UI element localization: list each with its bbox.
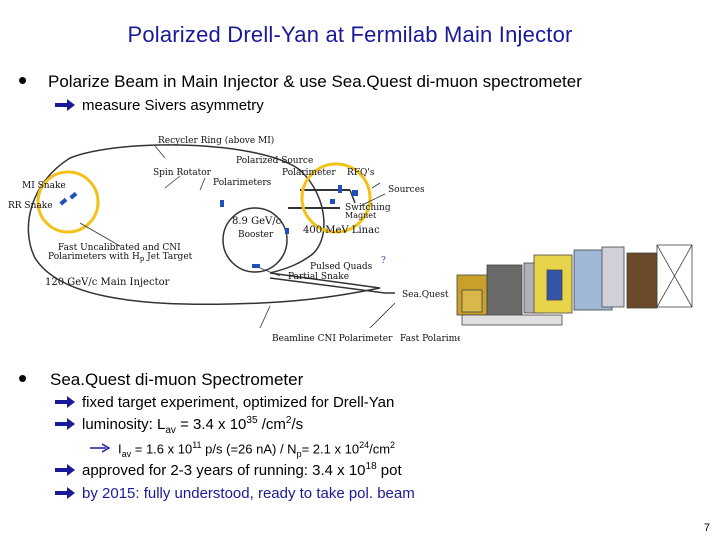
label-pulsed-quads: Pulsed Quads (310, 262, 373, 272)
arrow-icon (55, 464, 75, 476)
bullet-dot: • (18, 363, 28, 393)
label-partial-snake: Partial Snake (288, 272, 349, 282)
label-main-injector: 120 GeV/c Main Injector (45, 277, 170, 288)
bullet-2-text: Sea.Quest di-muon Spectrometer (50, 370, 304, 389)
page-number: 7 (703, 522, 710, 534)
label-fast-polarimeter: Fast Polarimeter (400, 334, 460, 344)
label-seaquest: Sea.Quest (402, 290, 449, 300)
label-beamline-cni: Beamline CNI Polarimeter (272, 334, 393, 344)
label-rr-snake: RR Snake (8, 201, 53, 211)
bullet-2-sub-2: approved for 2-3 years of running: 3.4 x… (82, 461, 402, 479)
arrow-icon (55, 418, 75, 430)
arrow-icon (55, 396, 75, 408)
accelerator-diagram: Recycler Ring (above MI) Spin Rotator Po… (8, 135, 460, 344)
label-spin-rotator: Spin Rotator (153, 168, 212, 178)
bullet-1-sub-1: measure Sivers asymmetry (82, 97, 264, 114)
label-fast-uncal-2: Polarimeters with Hp Jet Target (48, 252, 193, 263)
label-mi-snake: MI Snake (22, 181, 66, 191)
label-linac: 400 MeV Linac (303, 225, 380, 236)
arrow-icon (55, 99, 75, 111)
label-polarized-source: Polarized Source (236, 156, 313, 166)
label-switching: Switching (345, 203, 391, 213)
bullet-dot: • (18, 65, 28, 95)
label-booster: Booster (238, 230, 274, 240)
page-title: Polarized Drell-Yan at Fermilab Main Inj… (127, 22, 573, 47)
label-booster-energy: 8.9 GeV/c (232, 216, 282, 227)
bullet-1-text: Polarize Beam in Main Injector & use Sea… (48, 72, 582, 91)
label-question: ? (381, 256, 386, 266)
beam-intensity-text: Iav = 1.6 x 1011 p/s (=26 nA) / Np= 2.1 … (118, 440, 396, 459)
arrow-icon (55, 487, 75, 499)
spectrometer-image (456, 244, 693, 326)
thin-arrow-icon (90, 443, 110, 453)
label-recycler: Recycler Ring (above MI) (158, 135, 274, 146)
label-polarimeter-src: Polarimeter (282, 168, 336, 178)
label-rfqs: RFQ's (347, 168, 375, 178)
label-magnet: Magnet (345, 211, 377, 220)
bullet-2-sub-3: by 2015: fully understood, ready to take… (82, 485, 415, 502)
label-polarimeters: Polarimeters (213, 178, 272, 188)
bullet-2-sub-1: fixed target experiment, optimized for D… (82, 394, 395, 411)
label-sources: Sources (388, 185, 425, 195)
label-fast-uncal-1: Fast Uncalibrated and CNI (58, 243, 181, 253)
luminosity-text: luminosity: Lav = 3.4 x 1035 /cm2/s (82, 415, 304, 436)
